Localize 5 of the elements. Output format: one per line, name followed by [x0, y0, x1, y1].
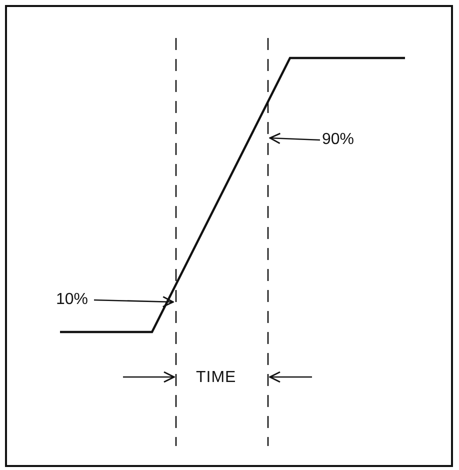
percent-label: 90% [322, 131, 354, 149]
leader-arrow [94, 296, 174, 308]
time-label: TIME [196, 369, 236, 387]
leader-arrow [269, 132, 320, 144]
percent-label: 10% [56, 291, 88, 309]
